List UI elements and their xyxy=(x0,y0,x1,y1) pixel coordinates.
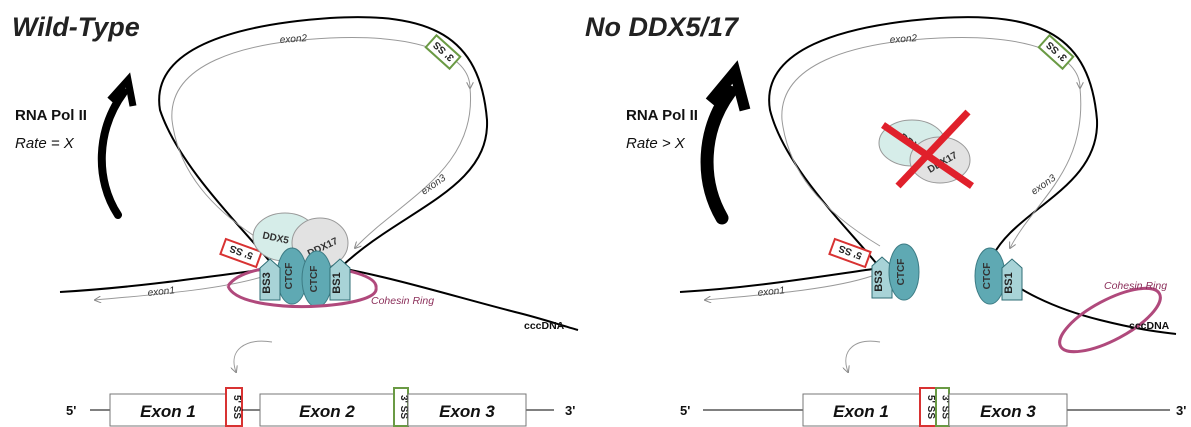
ctcf-label-right: CTCF xyxy=(982,263,993,290)
cccdna-label: cccDNA xyxy=(1129,320,1170,332)
panel-title: Wild-Type xyxy=(12,12,140,42)
bs1-label: BS1 xyxy=(331,272,343,293)
ss5-box-loop: 5' SS xyxy=(829,239,870,267)
cohesin-label: Cohesin Ring xyxy=(371,295,434,307)
exon1-label: exon1 xyxy=(147,285,175,299)
ss3-box-label: 3' SS xyxy=(398,395,409,419)
five-prime-end: 5' xyxy=(680,403,690,418)
ss3-box-loop: 3' SS xyxy=(1039,35,1073,68)
cohesin-label: Cohesin Ring xyxy=(1104,280,1167,292)
panel-title: No DDX5/17 xyxy=(585,12,740,42)
mature-transcript-left: 5' 3' Exon 1 5' SS Exon 2 3' SS Exon 3 xyxy=(66,388,575,426)
exon3-box-label: Exon 3 xyxy=(439,402,495,421)
panel-no-ddx5-17: No DDX5/17 RNA Pol II Rate > X exon2 exo… xyxy=(585,12,1186,426)
panel-wild-type: Wild-Type RNA Pol II Rate = X exon2 exon… xyxy=(12,12,578,426)
cccdna-label: cccDNA xyxy=(524,320,565,332)
exon2-label: exon2 xyxy=(889,33,917,46)
bs3-label: BS3 xyxy=(873,270,885,291)
exon1-exon2-transcript xyxy=(782,120,880,246)
exon1-label: exon1 xyxy=(757,285,785,299)
ctcf-label-left: CTCF xyxy=(284,263,295,290)
pol-direction-arrow xyxy=(102,92,124,215)
ss3-box-loop: 3' SS xyxy=(426,35,460,68)
five-prime-end: 5' xyxy=(66,403,76,418)
exon2-label: exon2 xyxy=(279,33,307,46)
ss5-box-label: 5' SS xyxy=(231,395,242,419)
three-prime-end: 3' xyxy=(565,403,575,418)
exon2-transcript xyxy=(172,38,470,120)
exon2-box-label: Exon 2 xyxy=(299,402,355,421)
exon1-box-label: Exon 1 xyxy=(833,402,889,421)
exon1-box-label: Exon 1 xyxy=(140,402,196,421)
bs1-label: BS1 xyxy=(1003,272,1015,293)
pol-direction-arrow xyxy=(707,92,730,218)
exon3-box-label: Exon 3 xyxy=(980,402,1036,421)
rna-pol-label: RNA Pol II xyxy=(626,107,698,124)
mature-transcript-right: 5' 3' Exon 1 5' SS 3' SS Exon 3 xyxy=(680,388,1186,426)
ctcf-label-right: CTCF xyxy=(309,266,320,293)
bs3-label: BS3 xyxy=(261,272,273,293)
exon3-transcript xyxy=(355,88,471,248)
splice-arrow xyxy=(846,341,880,372)
rate-label: Rate = X xyxy=(15,135,75,152)
three-prime-end: 3' xyxy=(1176,403,1186,418)
ctcf-label-left: CTCF xyxy=(896,259,907,286)
exon2-transcript xyxy=(782,38,1080,120)
rate-label: Rate > X xyxy=(626,135,686,152)
splice-arrow xyxy=(234,341,272,372)
ss5-box-label: 5' SS xyxy=(925,395,936,419)
rna-pol-label: RNA Pol II xyxy=(15,107,87,124)
